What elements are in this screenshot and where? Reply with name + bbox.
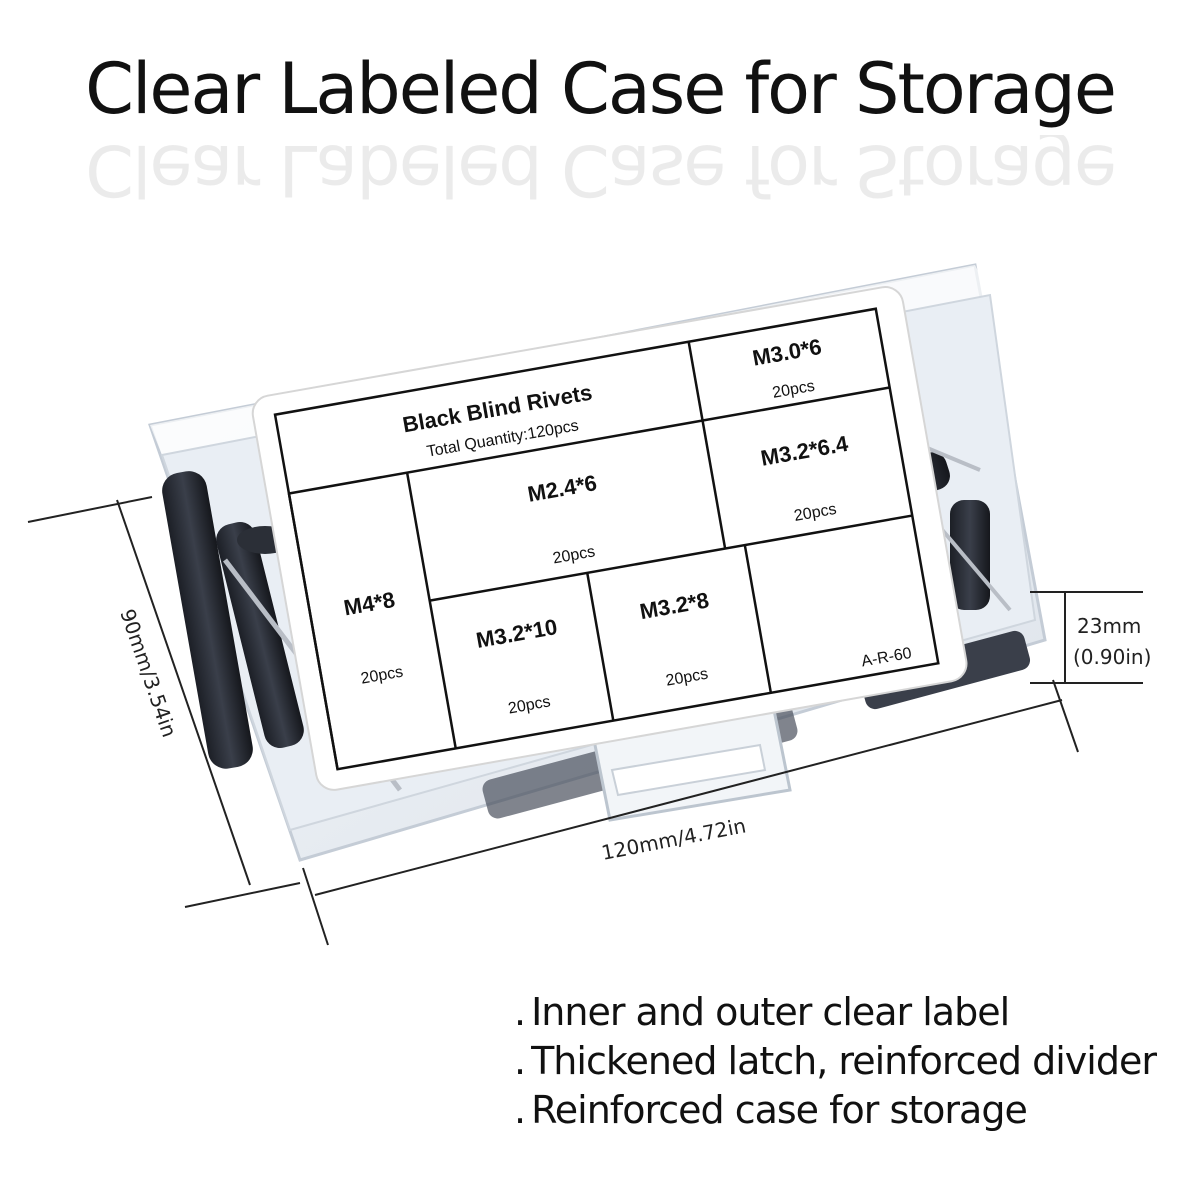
feature-item: .Inner and outer clear label xyxy=(514,988,1156,1037)
dimension-height xyxy=(1030,591,1143,684)
height-mm-label: 23mm xyxy=(1077,614,1141,638)
feature-text: Reinforced case for storage xyxy=(531,1088,1028,1132)
feature-item: .Reinforced case for storage xyxy=(514,1086,1156,1135)
bullet: . xyxy=(514,1039,526,1083)
feature-item: .Thickened latch, reinforced divider xyxy=(514,1037,1157,1086)
dimension-width xyxy=(302,679,1079,946)
bullet: . xyxy=(514,990,526,1034)
width-label: 120mm/4.72in xyxy=(599,813,748,865)
depth-label: 90mm/3.54in xyxy=(115,606,181,740)
product-label: Black Blind Rivets Total Quantity:120pcs… xyxy=(251,286,968,791)
feature-text: Inner and outer clear label xyxy=(531,990,1010,1034)
feature-list: .Inner and outer clear label .Thickened … xyxy=(514,988,1157,1135)
headline: Clear Labeled Case for Storage xyxy=(85,48,1117,130)
feature-text: Thickened latch, reinforced divider xyxy=(531,1039,1157,1083)
dimension-depth xyxy=(27,496,301,908)
label-grid xyxy=(273,307,940,771)
bullet: . xyxy=(514,1088,526,1132)
height-in-label: (0.90in) xyxy=(1073,645,1151,669)
